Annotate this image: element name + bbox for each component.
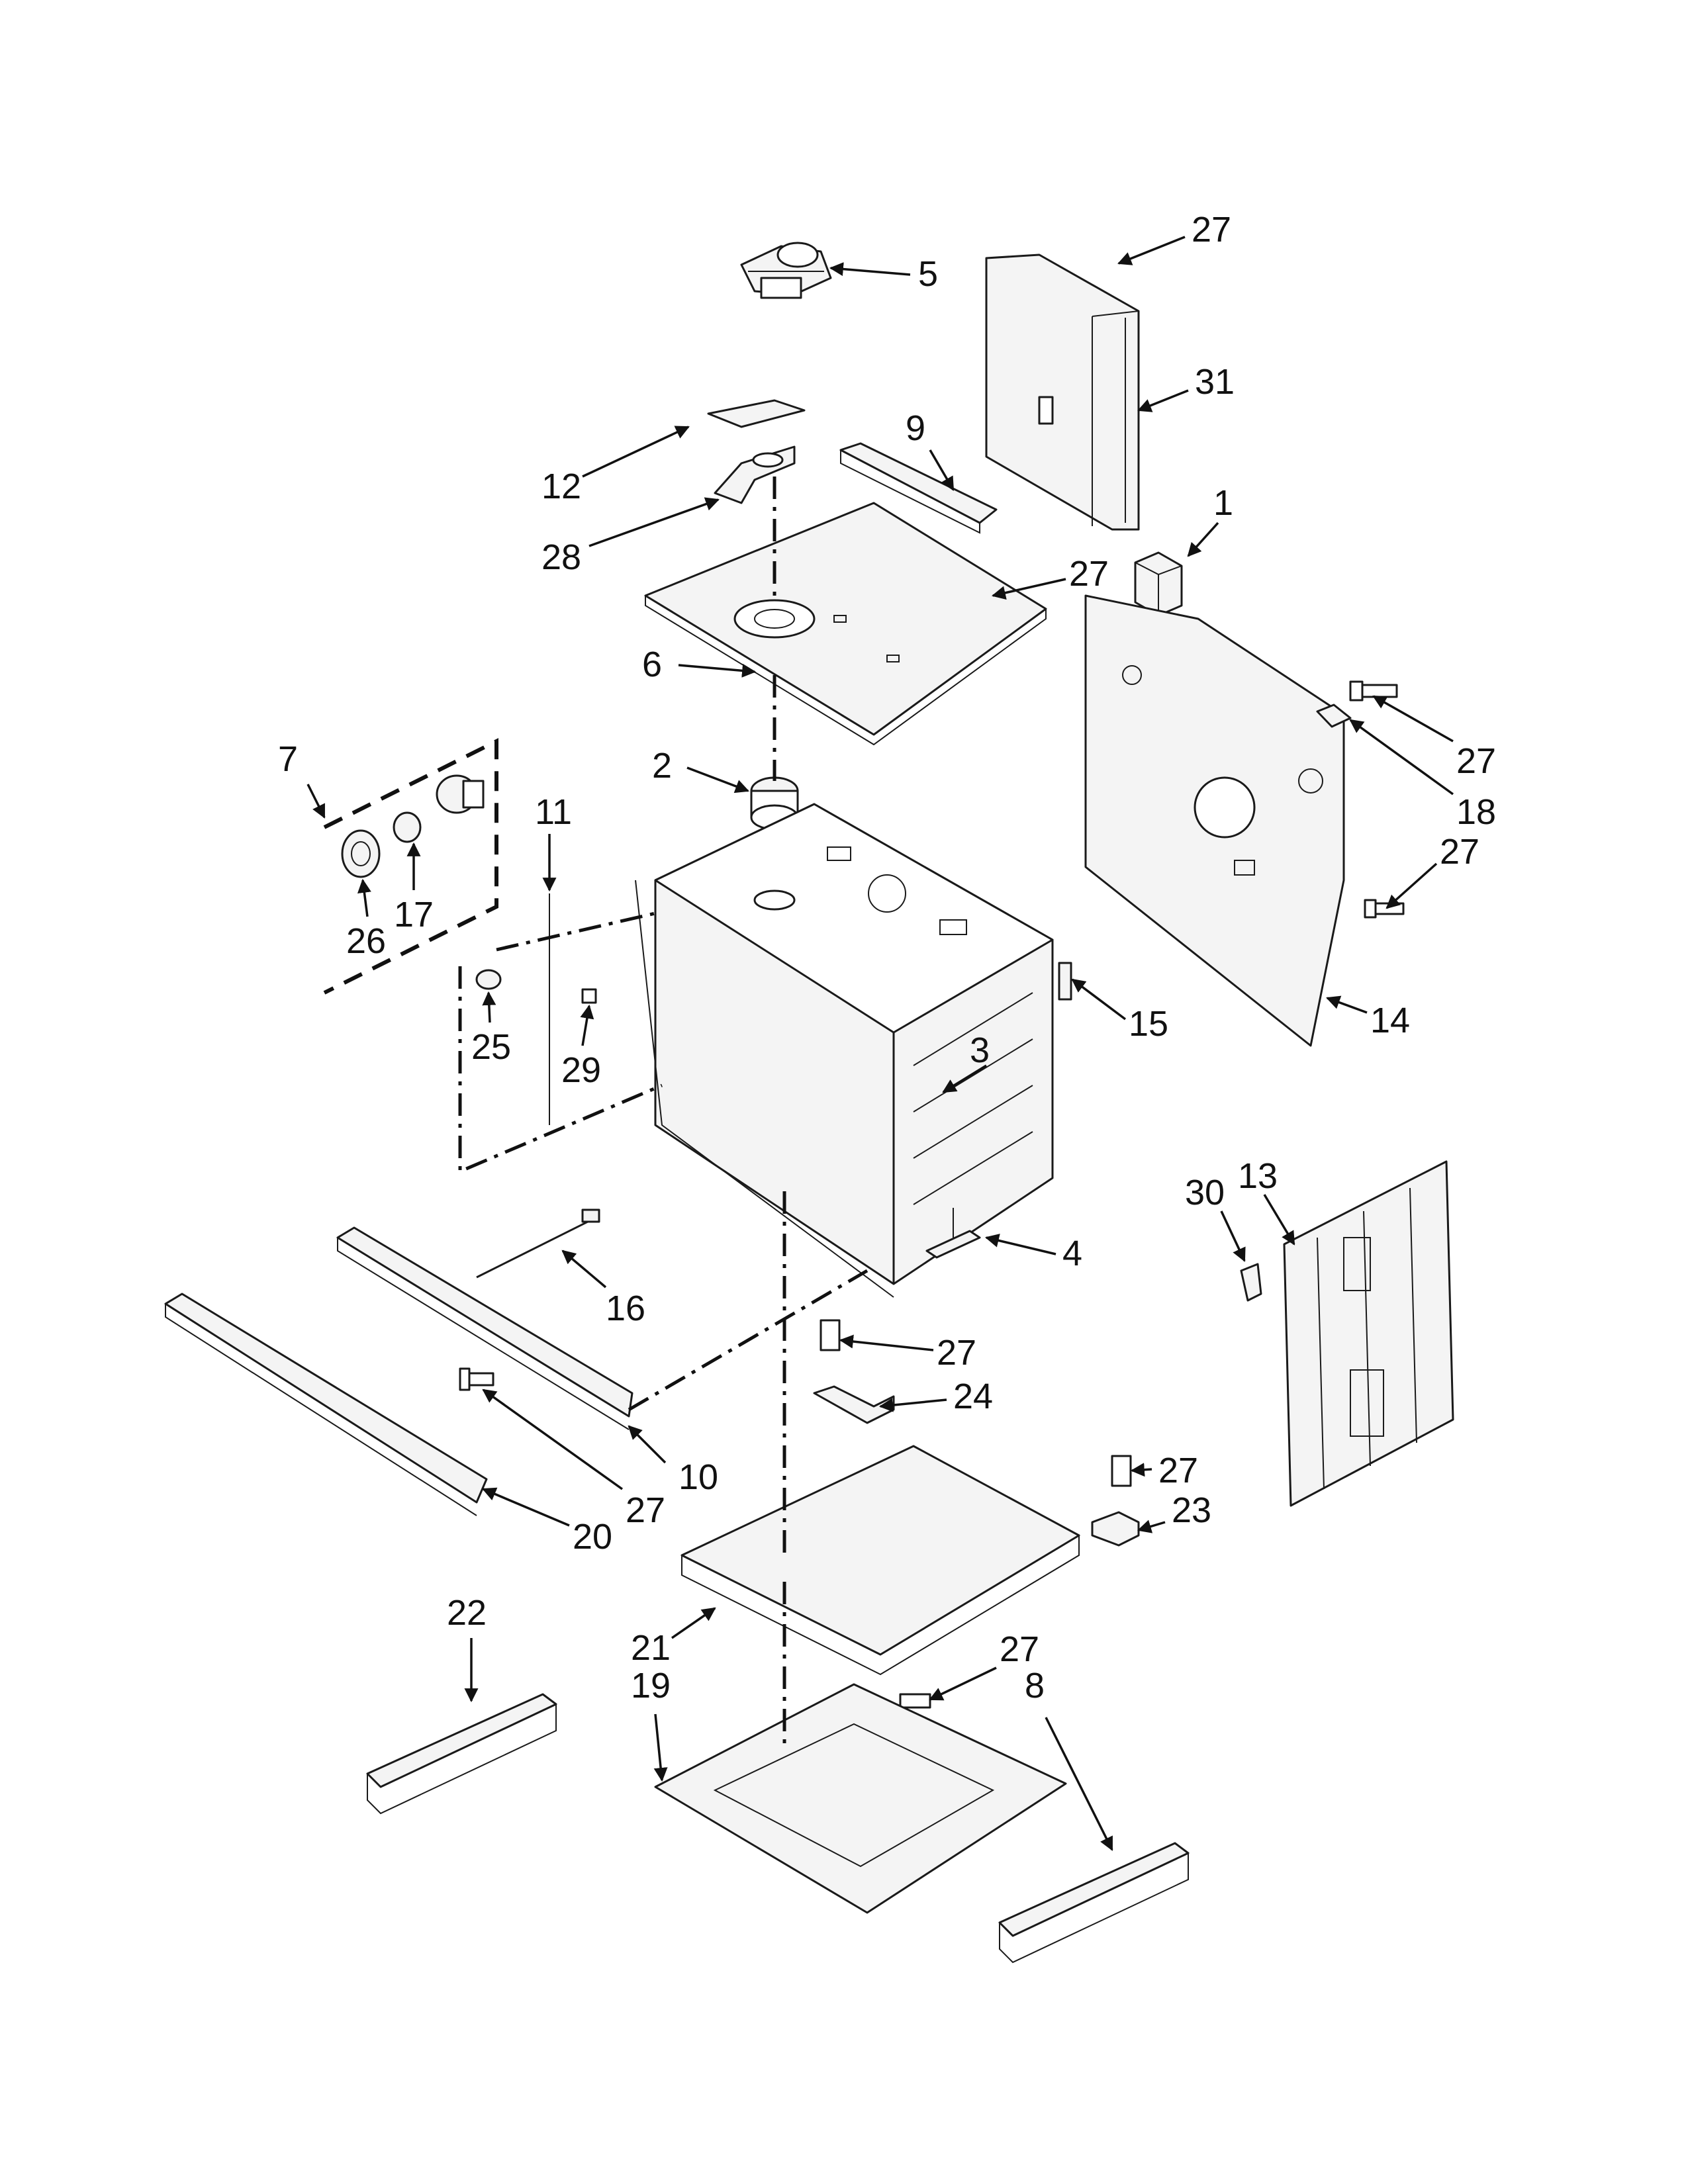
part-12-flue-bracket	[707, 399, 806, 428]
callout-27: 27	[1158, 1451, 1198, 1490]
callout-12: 12	[541, 467, 581, 506]
part-15-hinge-receiver	[1058, 962, 1072, 1001]
part-18-sensor-clip	[1316, 704, 1352, 728]
callout-9: 9	[906, 408, 925, 448]
callout-17: 17	[394, 895, 434, 934]
callout-27: 27	[1000, 1629, 1039, 1669]
part-23-bracket	[1091, 1511, 1140, 1547]
callout-labels: 5 27 31 12 9 28 1 27 6 27 18 27 7 2 11 1…	[278, 210, 1496, 1706]
part-17-lamp-lens	[393, 811, 422, 843]
callout-10: 10	[679, 1457, 718, 1497]
callout-27: 27	[1069, 554, 1109, 594]
callout-18: 18	[1456, 792, 1496, 832]
callout-27: 27	[937, 1333, 976, 1373]
callout-27: 27	[1440, 832, 1479, 872]
part-10-front-rail	[336, 1226, 633, 1430]
callout-7: 7	[278, 739, 298, 779]
callout-11: 11	[535, 792, 572, 832]
callout-8: 8	[1025, 1666, 1045, 1706]
callout-28: 28	[541, 537, 581, 577]
callout-22: 22	[447, 1593, 487, 1633]
part-30-clip	[1240, 1263, 1262, 1302]
leader-lines	[306, 236, 1454, 1851]
part-6-top-plate	[644, 502, 1047, 746]
callout-6: 6	[642, 645, 662, 684]
callout-20: 20	[573, 1517, 612, 1557]
part-7-kit-box	[323, 738, 498, 995]
callout-15: 15	[1129, 1004, 1168, 1044]
part-31-top-rear-panel	[985, 253, 1140, 531]
part-5-valve-assembly	[740, 242, 832, 299]
callout-3: 3	[970, 1030, 990, 1070]
part-9-top-channel	[839, 442, 998, 534]
callout-30: 30	[1185, 1173, 1225, 1212]
callout-16: 16	[606, 1289, 645, 1328]
part-light-housing	[436, 774, 485, 814]
callout-29: 29	[561, 1050, 601, 1090]
part-16-temp-sensor	[476, 1208, 600, 1279]
part-25-plug	[475, 969, 502, 990]
callout-1: 1	[1213, 483, 1233, 523]
part-20-lower-rail	[164, 1293, 488, 1516]
part-28-mount-bracket	[714, 445, 796, 504]
part-1-junction-box	[1134, 551, 1183, 617]
callout-27: 27	[626, 1490, 665, 1530]
part-13-side-panel	[1283, 1160, 1454, 1507]
callout-25: 25	[471, 1027, 511, 1067]
callout-19: 19	[631, 1666, 671, 1706]
part-27-bolt-right-top	[1349, 680, 1398, 702]
part-8-side-rail	[998, 1842, 1190, 1964]
part-19-bottom-panel	[654, 1683, 1067, 1914]
callout-27: 27	[1456, 741, 1496, 781]
part-21-bottom-pan	[680, 1445, 1080, 1676]
callout-14: 14	[1370, 1001, 1410, 1040]
callout-26: 26	[346, 921, 386, 961]
part-27-bolt-23	[1111, 1455, 1132, 1487]
callout-2: 2	[652, 746, 672, 786]
part-27-bolt-24	[820, 1319, 841, 1351]
part-3-oven-cavity	[635, 803, 1054, 1298]
callout-23: 23	[1172, 1490, 1211, 1530]
part-24-bracket	[813, 1385, 895, 1424]
part-26-light-socket	[341, 829, 381, 878]
callout-27: 27	[1192, 210, 1231, 250]
part-14-rear-panel	[1084, 594, 1345, 1047]
part-27-bolt-rail	[459, 1367, 494, 1391]
callout-13: 13	[1238, 1156, 1278, 1196]
alignment-lines	[458, 477, 868, 1747]
part-4-bracket	[925, 1208, 981, 1259]
part-29-screw	[581, 988, 597, 1004]
callout-24: 24	[953, 1377, 993, 1416]
callout-31: 31	[1195, 362, 1235, 402]
part-27-bolt-right-bottom	[1364, 899, 1405, 919]
callout-4: 4	[1062, 1234, 1082, 1273]
part-27-bolt-pan	[899, 1693, 931, 1709]
callout-21: 21	[631, 1628, 671, 1668]
callout-5: 5	[918, 254, 938, 294]
part-22-side-rail	[366, 1693, 557, 1815]
